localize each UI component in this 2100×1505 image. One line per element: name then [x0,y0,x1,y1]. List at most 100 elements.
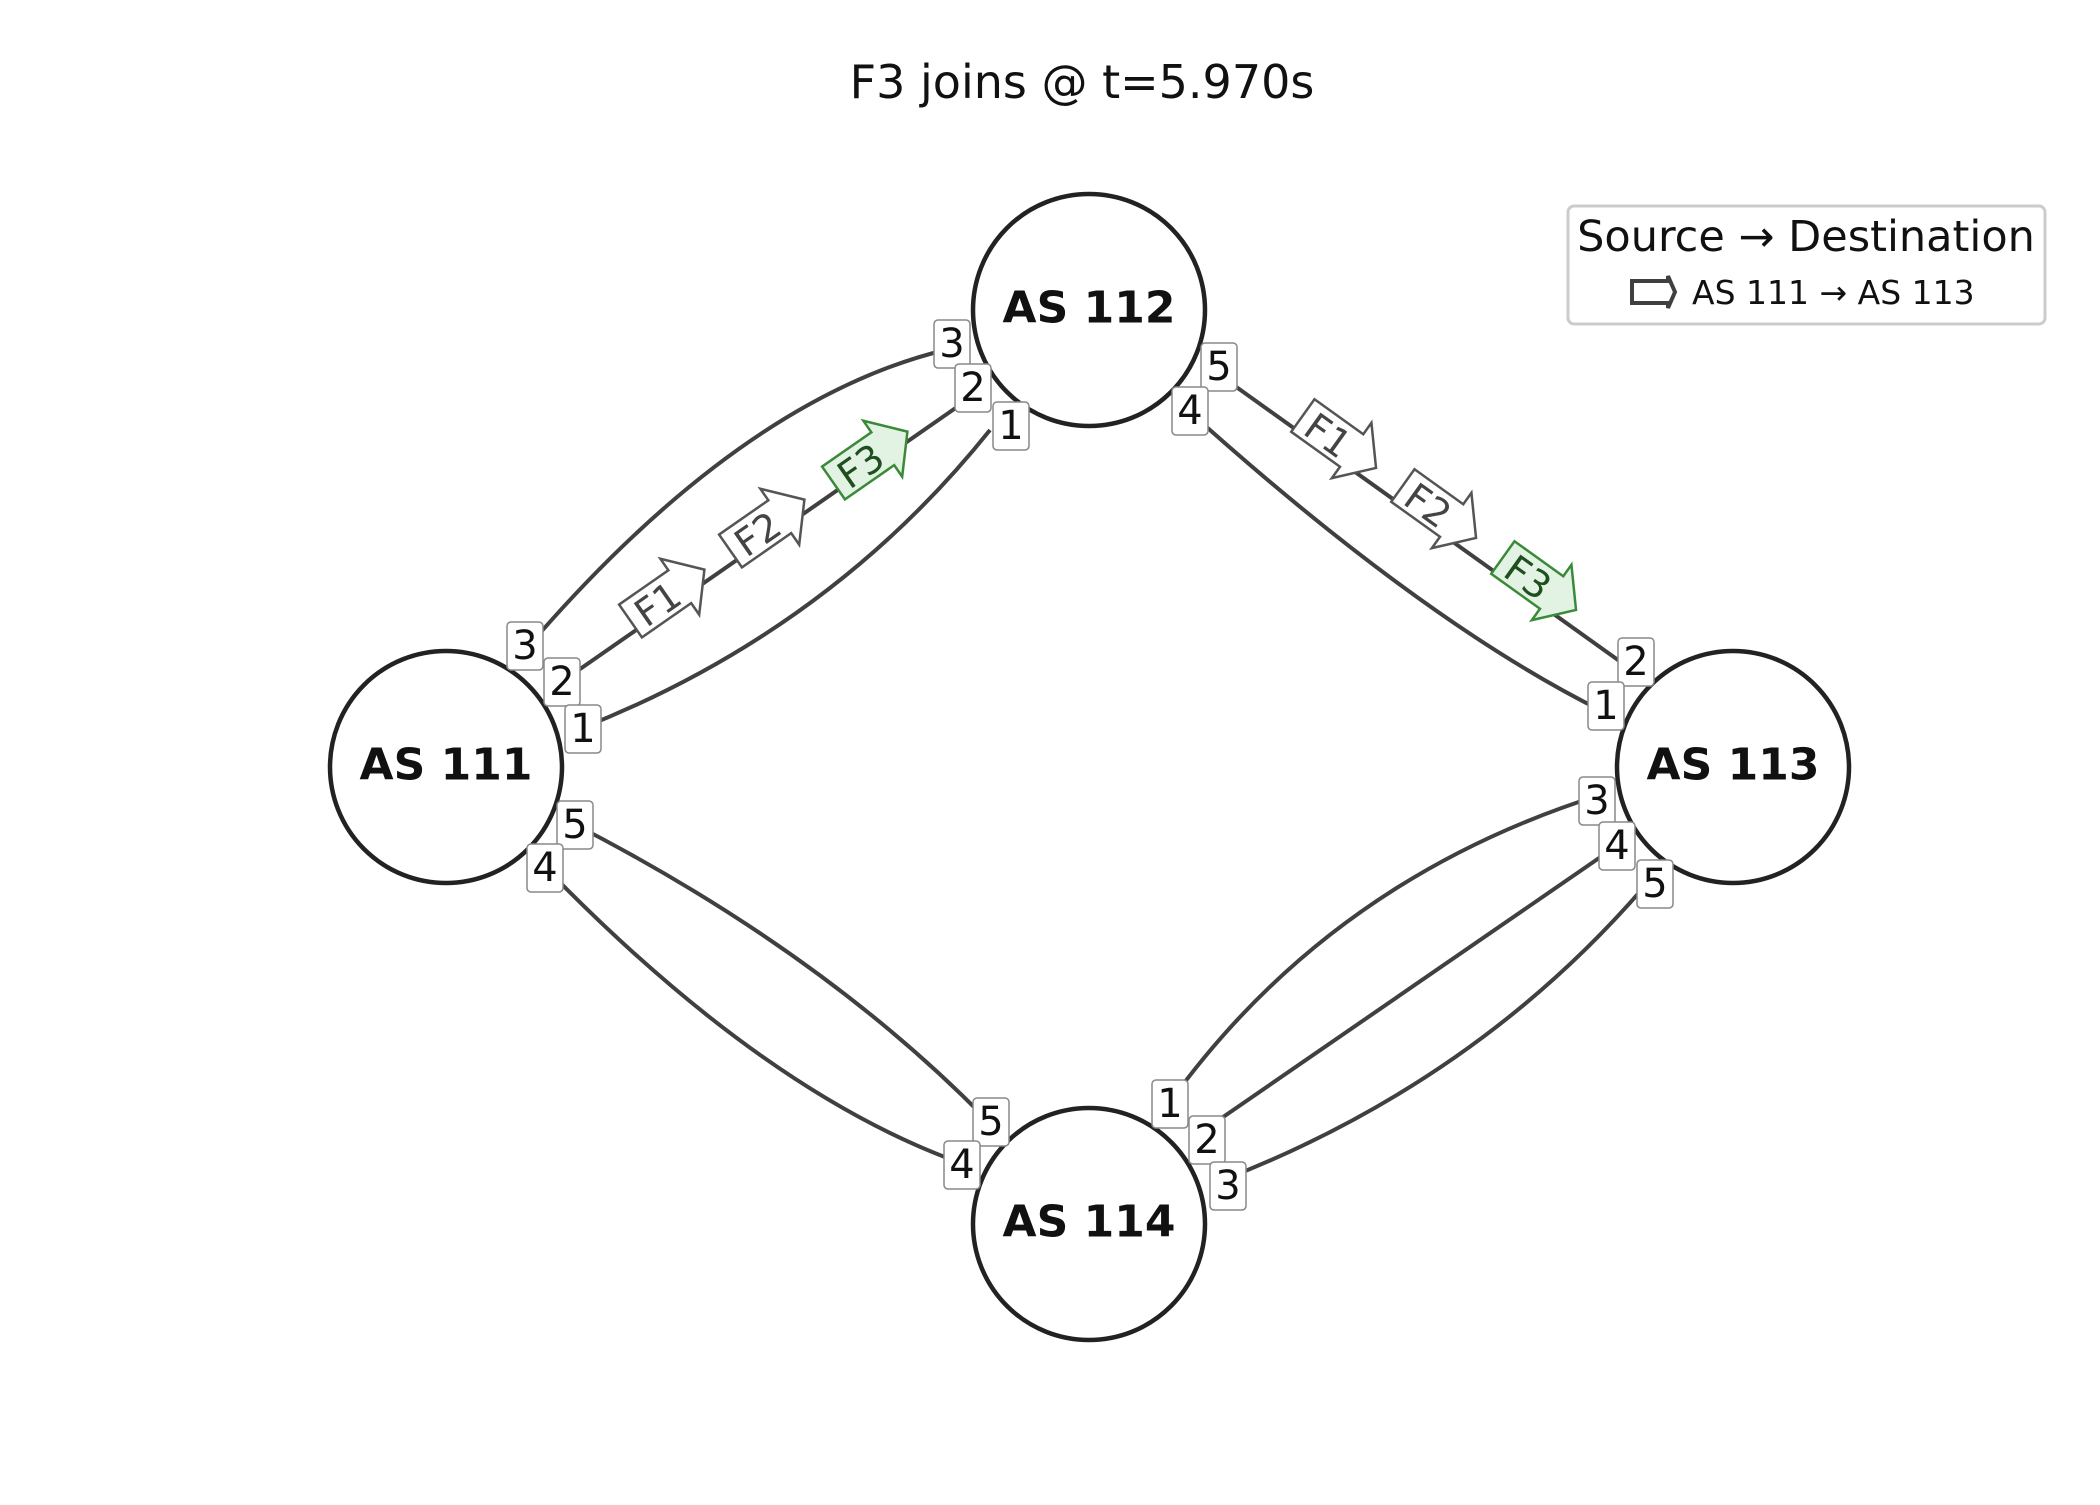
iface-label: 5 [1636,859,1674,909]
iface-box [506,621,544,671]
iface-number: 1 [570,706,595,752]
link-114-113-iface2-4 [1195,843,1620,1137]
iface-box [1598,821,1636,871]
node-circle [327,648,565,886]
iface-box [543,657,581,707]
iface-number: 5 [1642,861,1667,907]
flow-arrow-f1-right: F1 [1289,397,1378,481]
iface-number: 2 [1623,639,1648,685]
diagram-title: F3 joins @ t=5.970s [850,55,1315,109]
iface-label: 1 [1587,681,1625,731]
legend-entry-label: AS 111 → AS 113 [1692,273,1975,312]
iface-label: 2 [543,657,581,707]
iface-label: 2 [954,363,992,413]
iface-label: 4 [526,843,564,893]
iface-box [943,1140,981,1190]
node-as113[interactable]: AS 113 [1614,648,1852,886]
iface-number: 1 [1593,683,1618,729]
iface-number: 4 [532,845,557,891]
flow-arrow-icon [1389,467,1478,551]
flow-arrow-icon [1489,539,1578,623]
iface-box [1617,637,1655,687]
flows-segment-112-113: F1 F2 F3 [1289,397,1578,623]
flow-arrow-icon [717,486,806,570]
iface-label: 1 [564,704,602,754]
iface-box [954,363,992,413]
node-circle [970,1105,1208,1343]
link-112-113-iface4 [1180,403,1601,712]
node-circle [1614,648,1852,886]
node-label: AS 114 [1003,1197,1176,1248]
iface-number: 5 [562,802,587,848]
iface-box [1171,386,1209,436]
legend-entry: AS 111 → AS 113 [1630,273,1975,312]
iface-label: 5 [1200,342,1238,392]
iface-label: 4 [943,1140,981,1190]
iface-label: 3 [506,621,544,671]
link-114-113-iface1-3 [1168,793,1601,1104]
flow-arrow-icon [1289,397,1378,481]
iface-box [1578,776,1616,826]
node-circle [970,191,1208,429]
flows-segment-111-112: F1 F2 F3 [617,418,909,640]
node-as114[interactable]: AS 114 [970,1105,1208,1343]
flow-arrow-icon [617,556,706,640]
iface-box [1587,681,1625,731]
iface-label: 1 [992,401,1030,451]
flow-arrow-icon [820,418,909,502]
node-label: AS 113 [1647,740,1820,791]
iface-box [992,401,1030,451]
node-as111[interactable]: AS 111 [327,648,565,886]
iface-box [933,319,971,369]
iface-label: 3 [1209,1161,1247,1211]
link-111-114-iface4 [538,860,959,1164]
node-label: AS 111 [360,740,533,791]
iface-box [1209,1161,1247,1211]
iface-number: 3 [939,321,964,367]
iface-label: 2 [1188,1115,1226,1165]
node-label: AS 112 [1003,283,1176,334]
flow-arrow-f1-left: F1 [617,556,706,640]
iface-label: 4 [1598,821,1636,871]
links-layer [525,348,1652,1182]
iface-label: 5 [972,1097,1010,1147]
iface-number: 2 [960,365,985,411]
iface-box [564,704,602,754]
link-114-113-iface3-5 [1222,878,1652,1182]
iface-label: 5 [556,800,594,850]
iface-number: 4 [1177,388,1202,434]
legend: Source → Destination AS 111 → AS 113 [1566,204,2047,326]
iface-number: 1 [1157,1081,1182,1127]
node-as112[interactable]: AS 112 [970,191,1208,429]
iface-box [1188,1115,1226,1165]
iface-label: 3 [1578,776,1616,826]
flow-arrow-icon [1630,275,1678,309]
iface-number: 4 [949,1142,974,1188]
iface-number: 3 [1584,778,1609,824]
flow-arrow-f2-right: F2 [1389,467,1478,551]
interface-labels-layer: 3 2 1 5 4 3 2 1 5 4 2 1 3 4 5 5 4 1 2 3 [506,319,1674,1211]
iface-number: 2 [549,659,574,705]
iface-number: 4 [1604,823,1629,869]
iface-box [1200,342,1238,392]
link-111-114-iface5 [569,820,987,1120]
flow-arrow-f2-left: F2 [717,486,806,570]
iface-box [1636,859,1674,909]
iface-number: 3 [512,623,537,669]
iface-label: 4 [1171,386,1209,436]
link-111-112-iface3 [525,348,946,650]
iface-box [556,800,594,850]
flow-arrow-f3-right: F3 [1489,539,1578,623]
iface-number: 5 [978,1099,1003,1145]
iface-box [972,1097,1010,1147]
iface-number: 1 [998,403,1023,449]
iface-box [1151,1079,1189,1129]
nodes-layer: AS 111 AS 112 AS 113 AS 114 [327,191,1852,1343]
legend-title: Source → Destination [1577,212,2035,262]
iface-label: 2 [1617,637,1655,687]
iface-number: 2 [1194,1117,1219,1163]
link-111-112-iface1 [581,428,992,730]
iface-number: 3 [1215,1163,1240,1209]
legend-frame [1566,204,2047,326]
